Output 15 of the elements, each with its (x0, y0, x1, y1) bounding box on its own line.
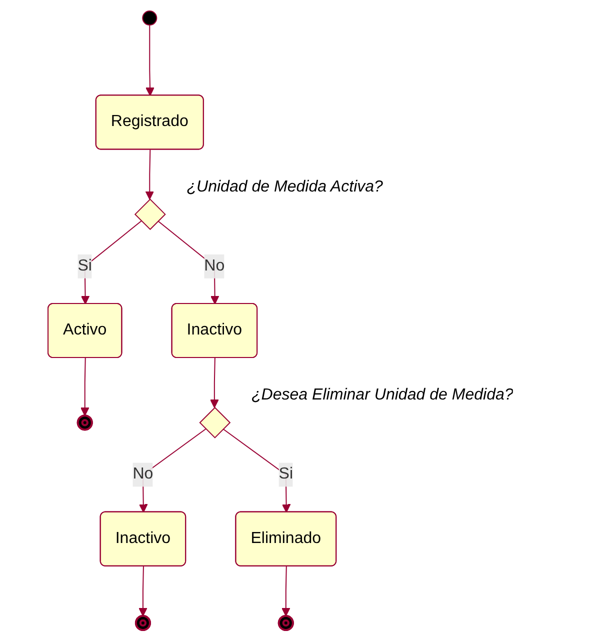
arrow (80, 358, 90, 416)
edge-label: No (132, 466, 153, 483)
node-label: ¿Desea Eliminar Unidad de Medida? (251, 386, 514, 404)
node-diamond (134, 198, 166, 230)
arrow (145, 149, 154, 200)
node-diamond (198, 406, 230, 438)
arrow (145, 24, 154, 96)
arrow (210, 358, 219, 408)
node-circle (142, 10, 157, 26)
edge-label: Si (278, 466, 293, 483)
edge-label: Si (78, 257, 92, 274)
edge-label: No (204, 257, 224, 274)
arrow (138, 566, 148, 616)
arrow (281, 566, 290, 616)
node-label: ¿Unidad de Medida Activa? (186, 178, 383, 196)
